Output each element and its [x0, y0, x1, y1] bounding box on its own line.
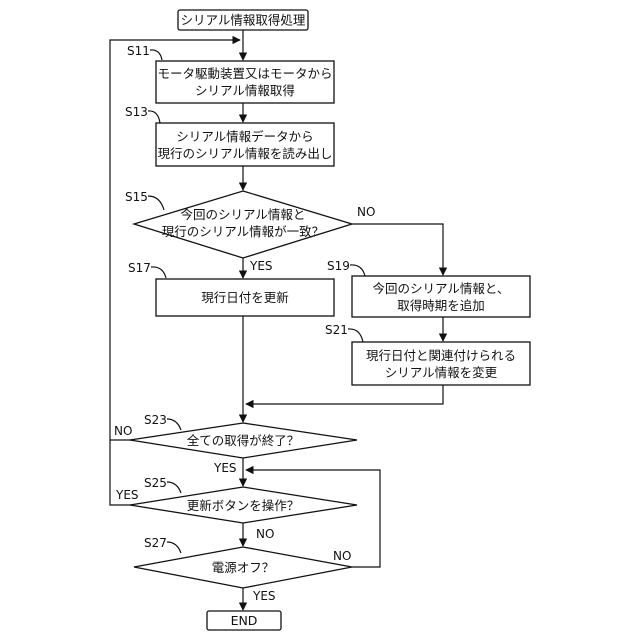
- start-label: シリアル情報取得処理: [181, 13, 306, 28]
- step-label-s19-hook: [350, 265, 365, 276]
- step-s19-line2: 取得時期を追加: [397, 298, 485, 313]
- decision-s15-line2: 現行のシリアル情報が一致？: [162, 224, 324, 239]
- step-label-s25: S25: [144, 476, 167, 490]
- end-terminal: END: [207, 611, 281, 630]
- step-s11-line2: シリアル情報取得: [195, 83, 295, 98]
- step-label-s15-hook: [148, 196, 164, 210]
- step-label-s11-hook: [150, 50, 162, 60]
- step-s13: S13 シリアル情報データから 現行のシリアル情報を読み出し: [125, 105, 334, 166]
- step-s19: S19 今回のシリアル情報と、 取得時期を追加: [327, 259, 530, 317]
- step-label-s19: S19: [327, 259, 350, 273]
- step-label-s25-hook: [167, 482, 181, 493]
- decision-s27-text: 電源オフ？: [212, 560, 275, 575]
- step-label-s17: S17: [128, 261, 151, 275]
- step-label-s21: S21: [325, 323, 348, 337]
- branch-s23-yes: YES: [213, 461, 237, 475]
- branch-s25-no: NO: [256, 527, 274, 541]
- step-label-s23-hook: [167, 419, 181, 430]
- step-label-s27: S27: [144, 536, 167, 550]
- step-label-s17-hook: [151, 267, 166, 278]
- branch-s15-no: NO: [357, 205, 375, 219]
- branch-s25-yes: YES: [115, 488, 139, 502]
- step-s17: S17 現行日付を更新: [128, 261, 334, 316]
- end-label: END: [231, 613, 258, 628]
- connector-s15-s19-no: [352, 224, 443, 275]
- connector-s21-merge: [246, 385, 443, 404]
- step-label-s13: S13: [125, 105, 148, 119]
- start-terminal: シリアル情報取得処理: [178, 10, 308, 30]
- branch-s15-yes: YES: [249, 259, 273, 273]
- decision-s25: S25 更新ボタンを操作？ YES NO: [115, 476, 357, 541]
- step-s19-line1: 今回のシリアル情報と、: [373, 281, 510, 296]
- step-label-s11: S11: [127, 44, 150, 58]
- step-label-s23: S23: [144, 413, 167, 427]
- connectors: [110, 30, 443, 610]
- branch-s23-no: NO: [114, 424, 132, 438]
- step-s21-line2: シリアル情報を変更: [385, 365, 498, 380]
- step-label-s27-hook: [167, 542, 181, 553]
- step-s21: S21 現行日付と関連付けられる シリアル情報を変更: [325, 323, 530, 385]
- branch-s27-yes: YES: [252, 589, 276, 603]
- decision-s23-text: 全ての取得が終了？: [187, 433, 300, 448]
- step-s21-line1: 現行日付と関連付けられる: [366, 348, 516, 363]
- step-label-s13-hook: [148, 111, 160, 123]
- decision-s23: S23 全ての取得が終了？ NO YES: [114, 413, 357, 475]
- step-s11-line1: モータ駆動装置又はモータから: [157, 66, 332, 81]
- decision-s15-line1: 今回のシリアル情報と: [181, 207, 306, 222]
- decision-s25-text: 更新ボタンを操作？: [187, 498, 300, 513]
- step-s13-line2: 現行のシリアル情報を読み出し: [158, 146, 333, 161]
- branch-s27-no: NO: [333, 549, 351, 563]
- step-s11: S11 モータ駆動装置又はモータから シリアル情報取得: [127, 44, 334, 103]
- step-s17-text: 現行日付を更新: [201, 290, 289, 305]
- step-label-s15: S15: [125, 190, 148, 204]
- step-label-s21-hook: [348, 329, 363, 342]
- step-s13-line1: シリアル情報データから: [176, 129, 313, 144]
